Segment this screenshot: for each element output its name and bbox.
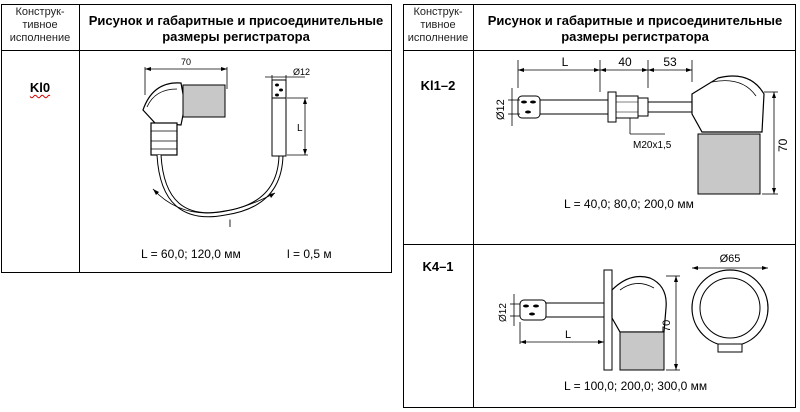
left-header-divider bbox=[1, 50, 392, 51]
left-table bbox=[1, 4, 392, 273]
right-bottom-code: K4–1 bbox=[422, 259, 454, 274]
left-caption-L: L = 60,0; 120,0 мм bbox=[141, 247, 241, 261]
right-table bbox=[403, 4, 796, 408]
left-dim-70: 70 bbox=[181, 57, 191, 67]
right-bottom-dim-d65: Ø65 bbox=[720, 253, 741, 265]
left-header-col1: Конструк- тивное исполнение bbox=[9, 6, 71, 44]
right-bottom-dim-diameter: Ø12 bbox=[498, 303, 509, 322]
right-top-dim-70: 70 bbox=[776, 138, 790, 152]
right-top-dim-40: 40 bbox=[618, 55, 632, 69]
left-caption-l: l = 0,5 м bbox=[287, 247, 332, 261]
left-header-col2: Рисунок и габаритные и присоединительные… bbox=[88, 13, 384, 44]
right-bottom-dim-L: L bbox=[565, 329, 571, 341]
left-col-divider bbox=[79, 4, 80, 273]
right-bottom-dim-70: 70 bbox=[661, 320, 673, 332]
right-top-dim-L: L bbox=[562, 55, 569, 69]
right-col-divider bbox=[473, 4, 474, 408]
right-header-col1: Конструк- тивное исполнение bbox=[407, 6, 469, 44]
right-header-col2: Рисунок и габаритные и присоединительные… bbox=[487, 13, 783, 44]
right-top-code: Kl1–2 bbox=[420, 78, 456, 93]
right-bottom-caption: L = 100,0; 200,0; 300,0 мм bbox=[564, 379, 708, 393]
left-code: Kl0 bbox=[29, 80, 51, 95]
right-top-dim-thread: M20x1,5 bbox=[633, 140, 672, 151]
right-row-divider bbox=[403, 244, 796, 245]
right-bottom-drawing: Ø12 L 70 Ø65 bbox=[498, 253, 769, 371]
left-dim-l: l bbox=[229, 219, 231, 230]
left-dim-diameter: Ø12 bbox=[293, 67, 310, 77]
right-top-caption: L = 40,0; 80,0; 200,0 мм bbox=[564, 197, 694, 211]
left-dim-L: L bbox=[297, 123, 303, 134]
right-top-dim-53: 53 bbox=[663, 55, 677, 69]
right-header-divider bbox=[403, 50, 796, 51]
left-drawing: 70 l Ø12 L bbox=[142, 57, 310, 230]
right-top-dim-diameter: Ø12 bbox=[495, 99, 507, 120]
right-top-drawing: L 40 53 M20x1,5 Ø12 70 bbox=[495, 55, 790, 195]
